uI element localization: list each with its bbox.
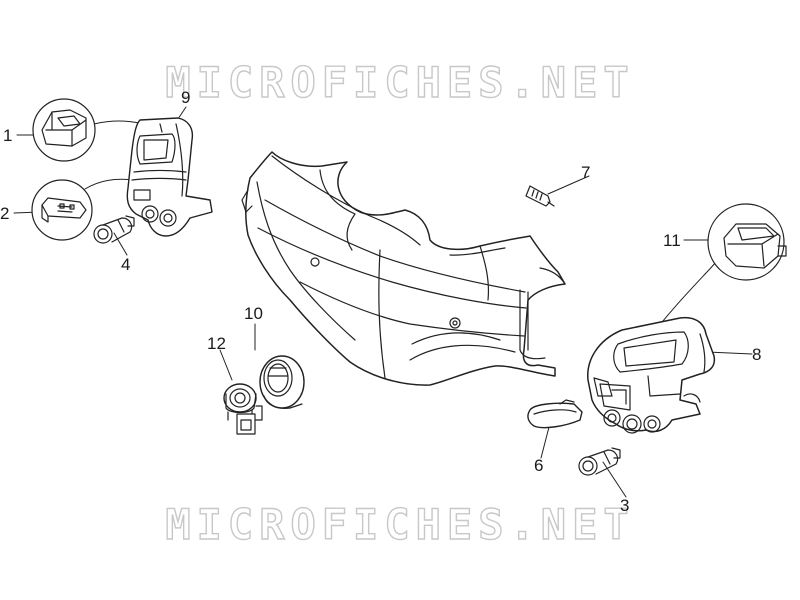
part-6-cover [527, 399, 583, 429]
callout-1: 1 [3, 126, 13, 145]
watermark-bottom: MICROFICHES.NET [165, 499, 635, 549]
callout-3: 3 [620, 496, 630, 515]
callout-7: 7 [581, 163, 591, 182]
callout-6: 6 [534, 456, 544, 475]
part-4-button [93, 215, 135, 244]
part-2-detail-bubble [31, 179, 93, 241]
part-3-button [578, 447, 621, 476]
callout-4: 4 [121, 255, 131, 274]
left-switch-housing [126, 117, 213, 237]
callout-12: 12 [207, 334, 226, 353]
watermark-top: MICROFICHES.NET [165, 57, 635, 107]
part-1-detail-bubble [32, 98, 96, 162]
part-11-detail-bubble [707, 203, 787, 281]
callout-11: 11 [663, 231, 681, 250]
part-10-bezel [259, 355, 305, 409]
callout-8: 8 [752, 345, 762, 364]
callout-9: 9 [181, 88, 191, 107]
handlebar-cover [241, 151, 566, 386]
callout-2: 2 [0, 204, 10, 223]
part-7-screw [525, 185, 555, 207]
part-12-key-switch [223, 383, 263, 435]
right-switch-housing [587, 316, 716, 434]
callout-10: 10 [244, 304, 263, 323]
